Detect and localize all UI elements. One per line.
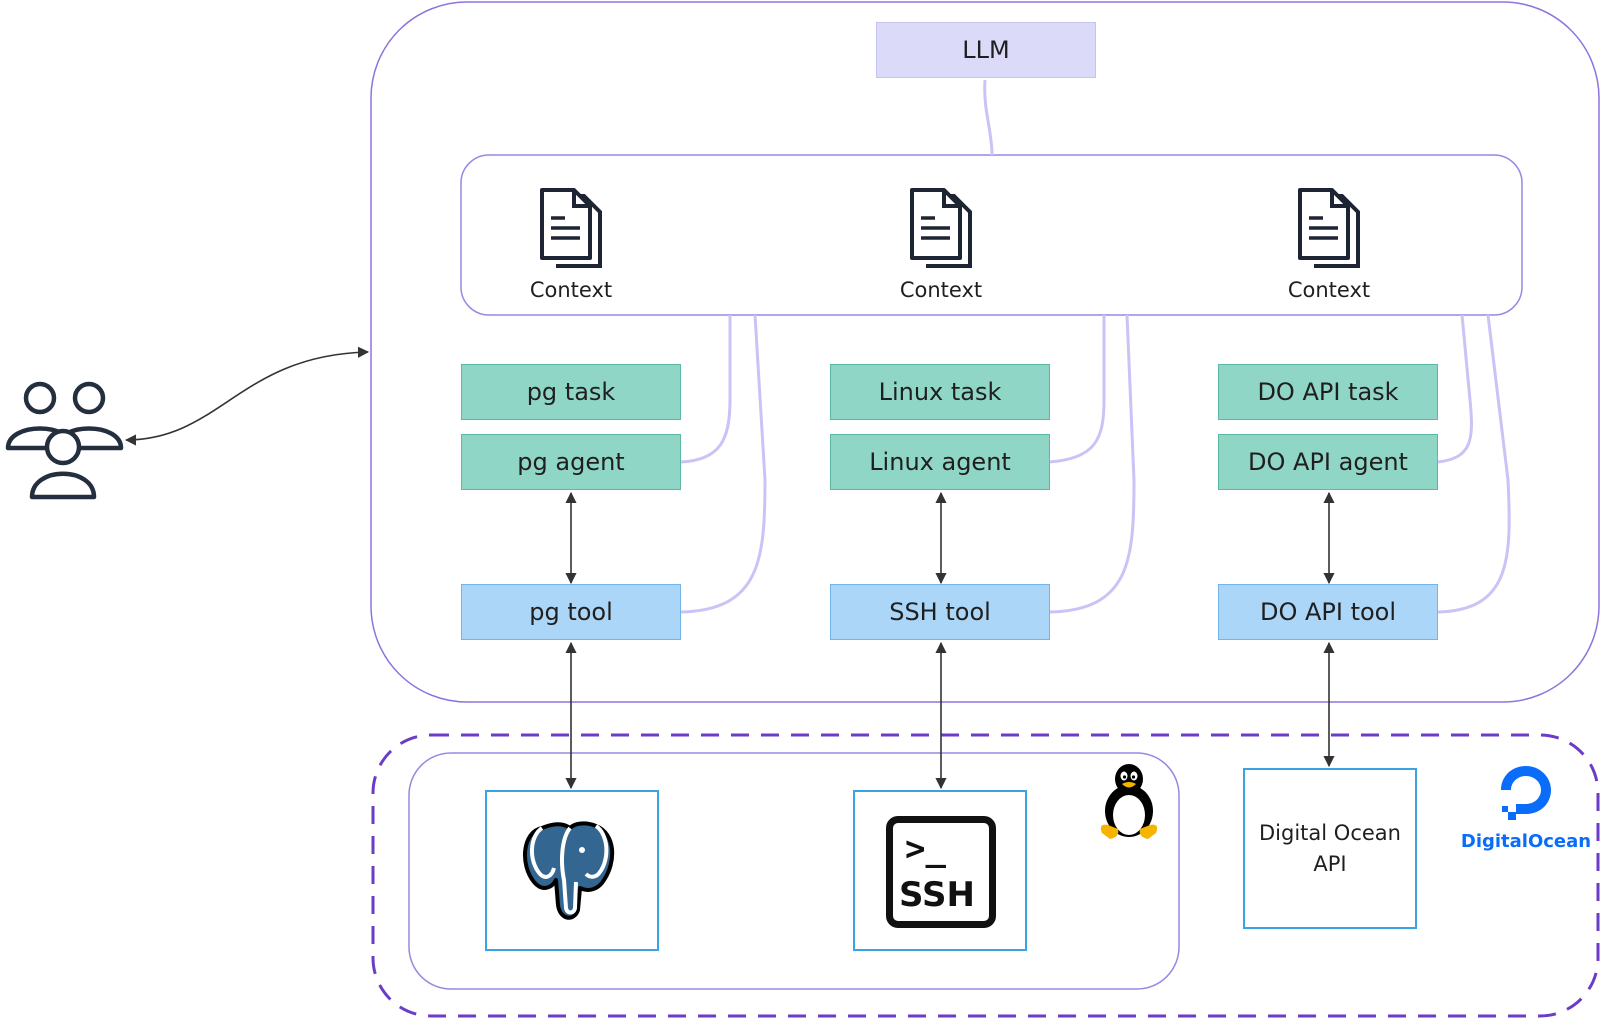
context-item-1[interactable]: Context [491, 188, 651, 306]
ssh-terminal-text: SSH [899, 875, 975, 915]
postgresql-frame[interactable] [485, 790, 659, 951]
pg-task-box[interactable]: pg task [461, 364, 681, 420]
do-api-agent-label: DO API agent [1248, 448, 1408, 476]
context-item-3[interactable]: Context [1249, 188, 1409, 306]
do-tool-context-link [1437, 314, 1511, 614]
pg-tool-context-link [680, 314, 767, 614]
ssh-terminal-icon: >_ SSH [886, 816, 996, 928]
context-item-2[interactable]: Context [861, 188, 1021, 306]
pg-agent-box[interactable]: pg agent [461, 434, 681, 490]
digitalocean-logo-icon [1501, 766, 1551, 820]
pg-agent-label: pg agent [517, 448, 625, 476]
linux-host-container [408, 752, 1180, 990]
pg-tool-box[interactable]: pg tool [461, 584, 681, 640]
do-api-task-label: DO API task [1257, 378, 1399, 406]
linux-task-label: Linux task [878, 378, 1002, 406]
context-label: Context [529, 278, 613, 302]
infrastructure-boundary [371, 733, 1600, 1018]
ssh-tool-label: SSH tool [889, 598, 991, 626]
context-label: Context [1287, 278, 1371, 302]
do-agent-context-link [1437, 314, 1473, 464]
llm-box[interactable]: LLM [876, 22, 1096, 78]
linux-agent-box[interactable]: Linux agent [830, 434, 1050, 490]
user-system-arrow [124, 346, 370, 446]
linux-penguin-icon [1100, 764, 1158, 839]
do-api-tool-box[interactable]: DO API tool [1218, 584, 1438, 640]
pg-agent-context-link [680, 315, 732, 464]
linux-task-box[interactable]: Linux task [830, 364, 1050, 420]
postgresql-elephant-icon [522, 821, 615, 920]
pg-task-label: pg task [526, 378, 616, 406]
context-label: Context [899, 278, 983, 302]
ssh-server-frame[interactable]: >_ SSH [853, 790, 1027, 951]
linux-agent-label: Linux agent [869, 448, 1011, 476]
do-api-task-box[interactable]: DO API task [1218, 364, 1438, 420]
do-api-tool-label: DO API tool [1259, 598, 1397, 626]
document-icon [910, 188, 972, 268]
linux-agent-context-link [1049, 315, 1106, 464]
digitalocean-logo-text: DigitalOcean [1460, 831, 1592, 852]
llm-label: LLM [962, 36, 1010, 64]
digital-ocean-api-box[interactable]: Digital Ocean API [1243, 768, 1417, 929]
do-api-agent-box[interactable]: DO API agent [1218, 434, 1438, 490]
digital-ocean-api-label: Digital Ocean API [1259, 820, 1401, 876]
system-container [370, 1, 1600, 703]
users-group-icon [5, 381, 124, 500]
document-icon [540, 188, 602, 268]
ssh-tool-box[interactable]: SSH tool [830, 584, 1050, 640]
ssh-tool-context-link [1049, 314, 1136, 614]
llm-connector [983, 79, 994, 156]
pg-tool-label: pg tool [529, 598, 613, 626]
document-icon [1298, 188, 1360, 268]
